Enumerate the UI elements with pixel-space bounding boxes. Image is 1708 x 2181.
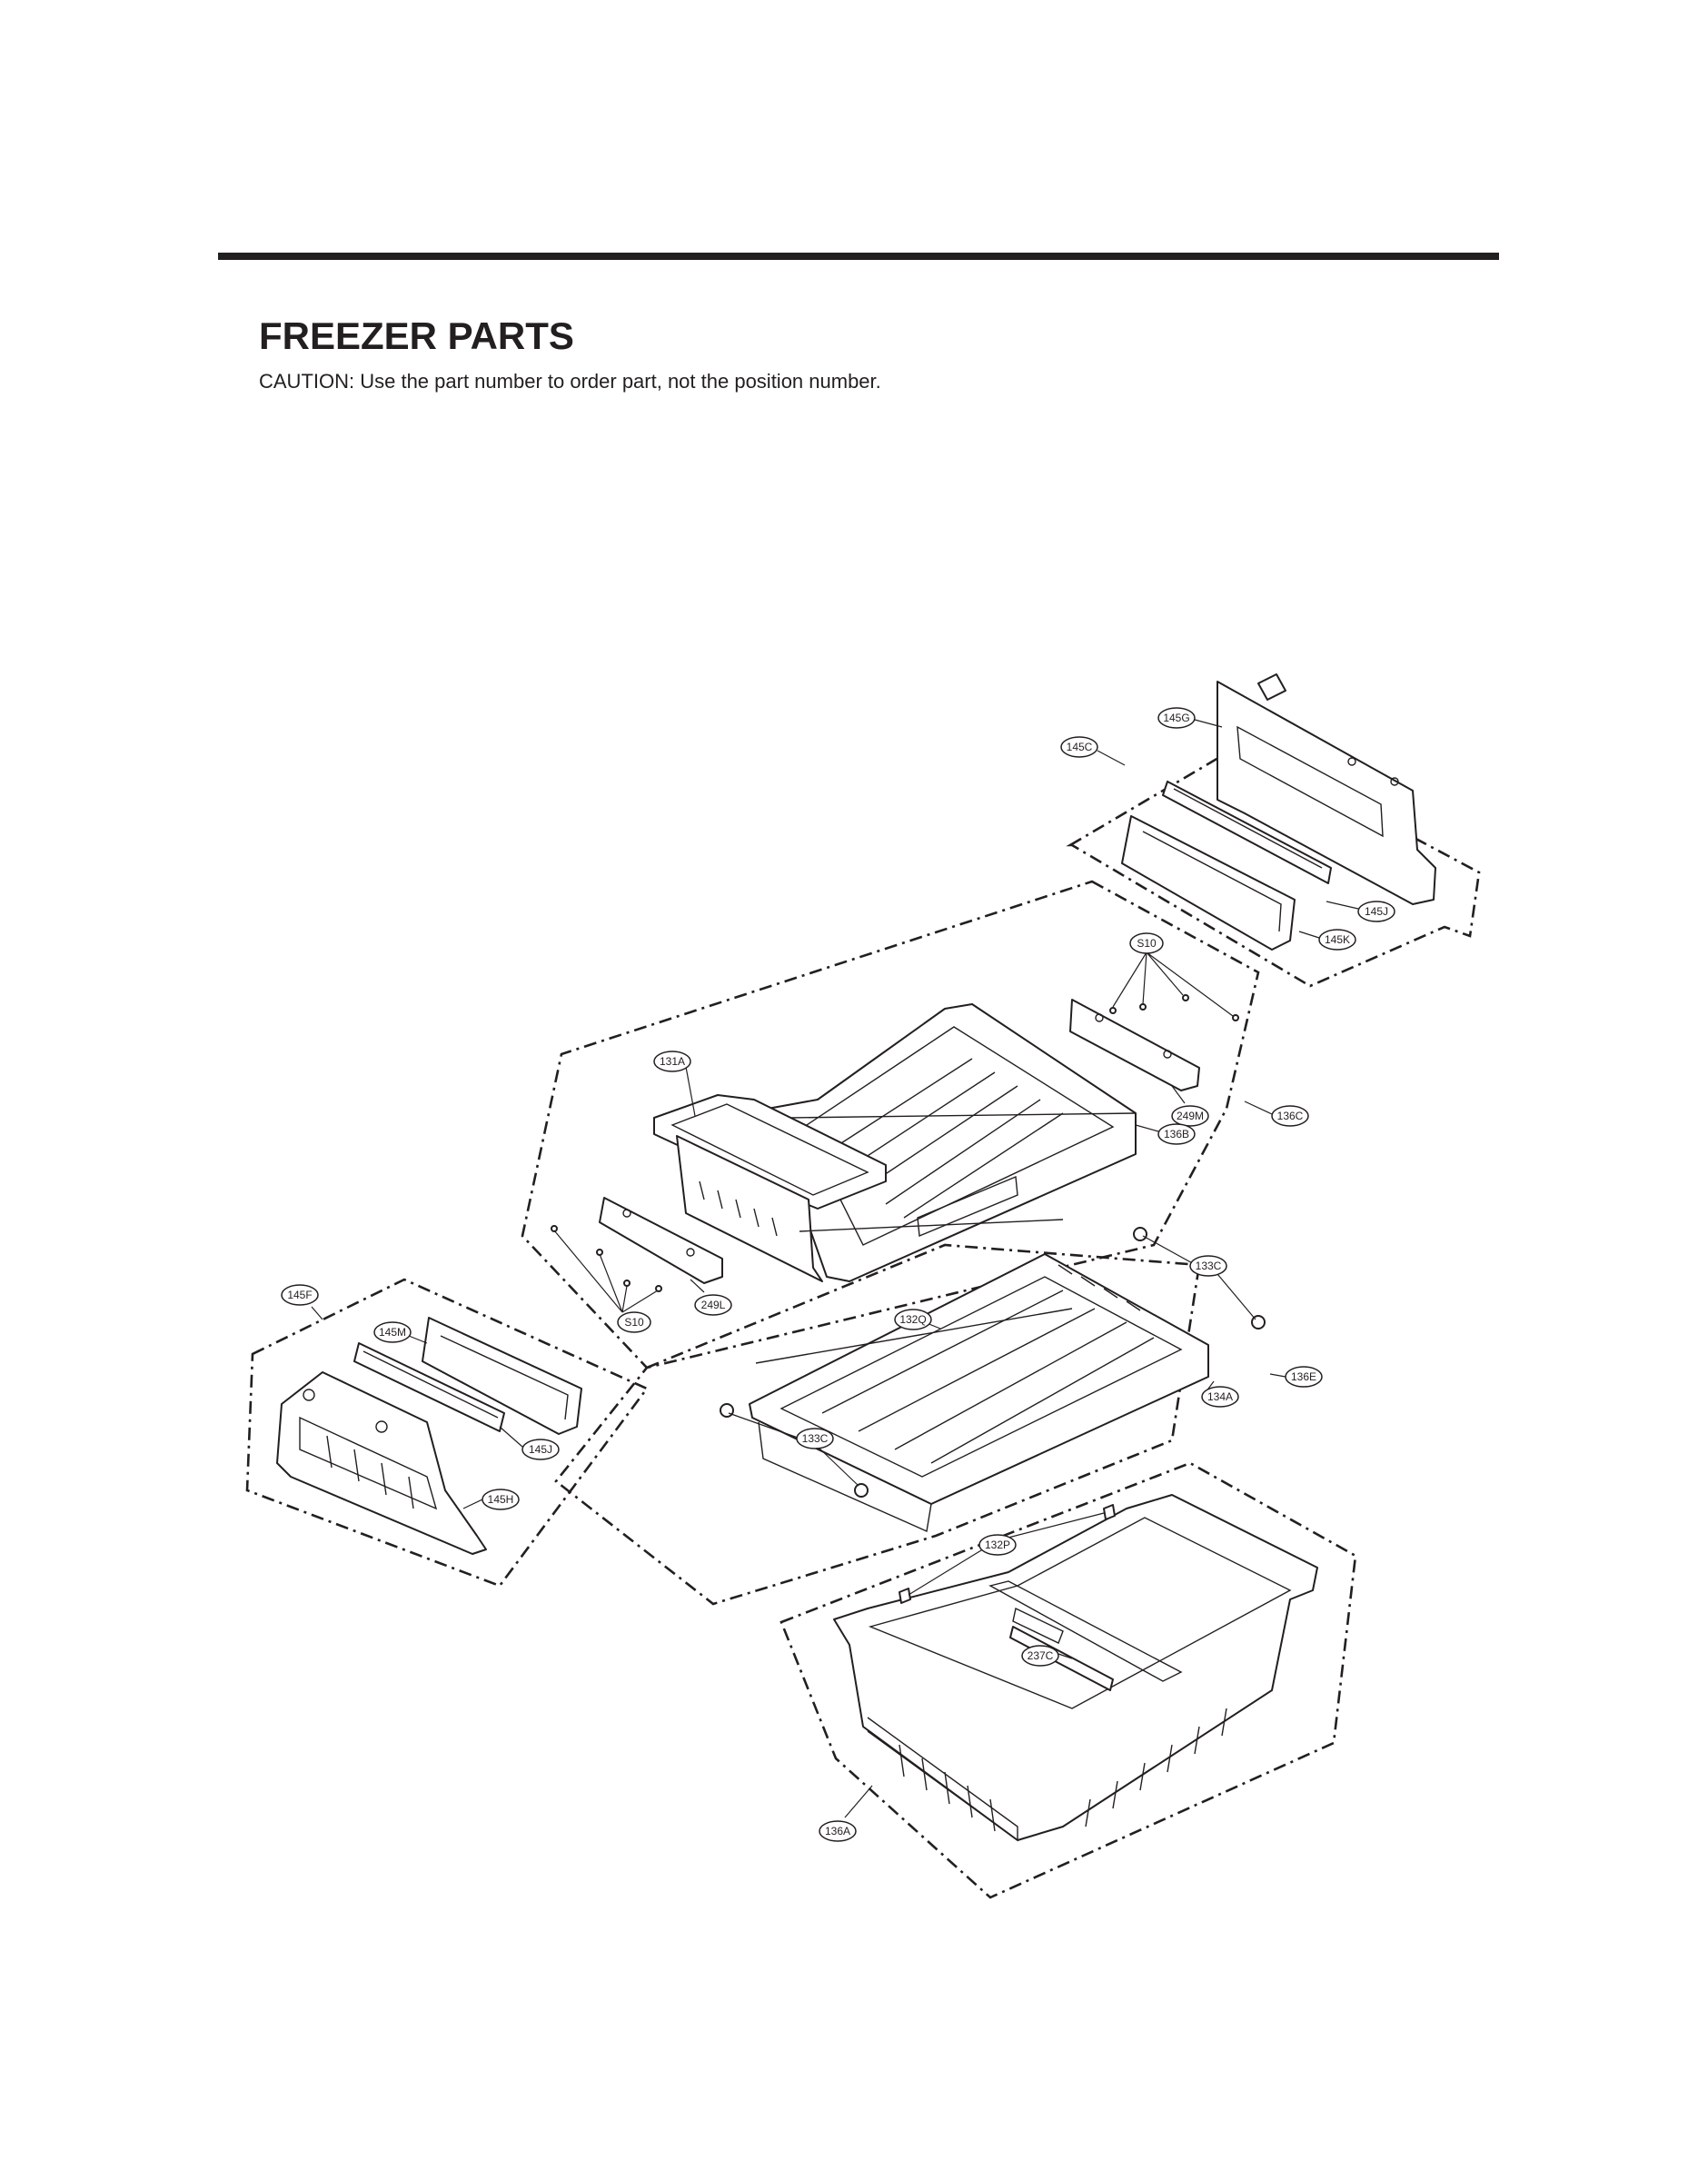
middle-tray-134A xyxy=(749,1253,1209,1533)
svg-text:134A: 134A xyxy=(1207,1390,1233,1403)
callout-132P: 132P xyxy=(978,1534,1017,1556)
group-outline-145F xyxy=(245,1278,650,1588)
callout-145G: 145G xyxy=(1157,707,1196,729)
screws-s10-top xyxy=(1109,994,1239,1021)
group-outline-136E xyxy=(554,1243,1201,1606)
svg-text:145J: 145J xyxy=(529,1443,552,1456)
svg-text:249M: 249M xyxy=(1177,1110,1204,1122)
slide-bracket-249L xyxy=(599,1197,723,1284)
svg-text:131A: 131A xyxy=(660,1055,685,1068)
page-title: FREEZER PARTS xyxy=(259,314,574,357)
svg-text:136C: 136C xyxy=(1277,1110,1304,1122)
callout-136E: 136E xyxy=(1285,1366,1323,1388)
callout-145J-bottom: 145J xyxy=(521,1439,560,1460)
screws-s10-bottom xyxy=(551,1225,662,1292)
upper-bin-131A xyxy=(653,1094,887,1282)
callout-134A: 134A xyxy=(1201,1386,1239,1408)
rail-cover-145M xyxy=(422,1317,582,1435)
callout-131A: 131A xyxy=(653,1051,691,1072)
svg-text:133C: 133C xyxy=(1196,1260,1222,1272)
group-outline-136C xyxy=(521,880,1260,1369)
header-rule xyxy=(218,253,1499,260)
svg-text:145M: 145M xyxy=(379,1326,406,1339)
callout-249L: 249L xyxy=(694,1294,732,1316)
svg-text:136E: 136E xyxy=(1291,1370,1316,1383)
group-outline-136A xyxy=(780,1461,1357,1899)
callout-136A: 136A xyxy=(819,1820,857,1842)
svg-text:145F: 145F xyxy=(287,1289,312,1301)
svg-text:S10: S10 xyxy=(624,1316,644,1329)
svg-text:136A: 136A xyxy=(825,1825,850,1837)
callout-145K: 145K xyxy=(1318,929,1356,951)
leader-lines xyxy=(311,719,1359,1818)
slide-bracket-145H xyxy=(276,1371,487,1555)
callout-145H: 145H xyxy=(482,1489,520,1510)
callout-132Q: 132Q xyxy=(894,1309,932,1330)
callout-133C-top: 133C xyxy=(1189,1255,1227,1277)
svg-text:145G: 145G xyxy=(1163,712,1189,724)
svg-text:145K: 145K xyxy=(1325,933,1350,946)
svg-text:133C: 133C xyxy=(802,1432,829,1445)
rail-bracket-145G xyxy=(1216,673,1436,905)
rods-132Q xyxy=(755,1219,1073,1364)
callout-s10-bottom: S10 xyxy=(617,1311,651,1333)
caution-note: CAUTION: Use the part number to order pa… xyxy=(259,370,881,393)
rail-cover-145K xyxy=(1121,815,1296,951)
callout-249M: 249M xyxy=(1171,1105,1209,1127)
svg-text:136B: 136B xyxy=(1164,1128,1189,1140)
callout-136C: 136C xyxy=(1271,1105,1309,1127)
callout-133C-bottom: 133C xyxy=(796,1428,834,1449)
callout-145M: 145M xyxy=(373,1321,412,1343)
svg-text:237C: 237C xyxy=(1028,1649,1054,1662)
slide-rail-145J-bottom xyxy=(353,1342,505,1432)
callout-s10-top: S10 xyxy=(1129,932,1164,954)
callout-237C: 237C xyxy=(1021,1645,1059,1667)
slide-rail-145J-top xyxy=(1162,781,1332,884)
svg-text:249L: 249L xyxy=(701,1299,726,1311)
svg-text:145C: 145C xyxy=(1067,741,1093,753)
upper-basket-136B xyxy=(767,1003,1137,1282)
callout-145J-top: 145J xyxy=(1357,901,1395,922)
clips-132P xyxy=(899,1504,1116,1604)
svg-text:132Q: 132Q xyxy=(899,1313,926,1326)
divider-237C xyxy=(1009,1626,1114,1691)
callout-145F: 145F xyxy=(281,1284,319,1306)
svg-text:145H: 145H xyxy=(488,1493,514,1506)
callout-136B: 136B xyxy=(1157,1123,1196,1145)
callout-145C: 145C xyxy=(1060,736,1098,758)
svg-text:S10: S10 xyxy=(1137,937,1157,950)
slide-bracket-249M xyxy=(1069,999,1200,1091)
svg-text:145J: 145J xyxy=(1365,905,1388,918)
svg-text:132P: 132P xyxy=(985,1539,1010,1551)
